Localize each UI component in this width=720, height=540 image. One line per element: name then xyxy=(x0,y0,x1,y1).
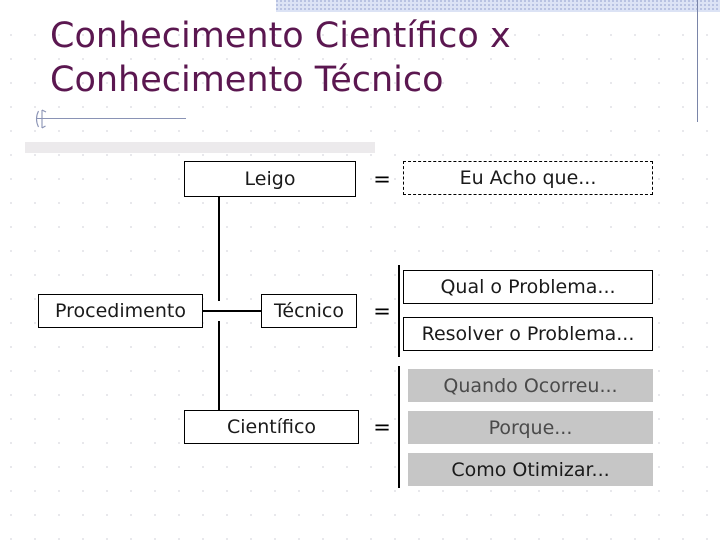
top-accent-band xyxy=(276,0,720,12)
result-resolver-o-problema-label: Resolver o Problema... xyxy=(421,323,635,345)
node-cientifico[interactable]: Científico xyxy=(184,410,359,444)
page-title: Conhecimento Científico x Conhecimento T… xyxy=(50,16,511,101)
result-resolver-o-problema[interactable]: Resolver o Problema... xyxy=(403,317,653,351)
equals-cientifico: = xyxy=(373,415,391,439)
connector-trunk-lower xyxy=(218,321,220,410)
connector-trunk-upper xyxy=(218,197,220,301)
node-tecnico[interactable]: Técnico xyxy=(261,294,357,328)
bracket-cientifico xyxy=(398,366,400,488)
result-eu-acho-que-label: Eu Acho que... xyxy=(459,167,597,189)
title-ornament-icon xyxy=(35,109,47,129)
subtitle-gray-band xyxy=(25,142,375,153)
bracket-tecnico xyxy=(398,265,400,357)
top-left-mask xyxy=(0,0,276,13)
connector-procedimento-tecnico xyxy=(203,310,261,312)
result-porque[interactable]: Porque... xyxy=(408,411,653,444)
equals-tecnico: = xyxy=(373,299,391,323)
result-como-otimizar[interactable]: Como Otimizar... xyxy=(408,453,653,486)
node-procedimento[interactable]: Procedimento xyxy=(38,294,203,328)
node-tecnico-label: Técnico xyxy=(274,300,344,322)
result-qual-o-problema-label: Qual o Problema... xyxy=(440,276,616,298)
result-qual-o-problema[interactable]: Qual o Problema... xyxy=(403,270,653,304)
result-como-otimizar-label: Como Otimizar... xyxy=(451,458,610,481)
result-eu-acho-que[interactable]: Eu Acho que... xyxy=(403,161,653,195)
result-quando-ocorreu-label: Quando Ocorreu... xyxy=(443,374,618,397)
node-procedimento-label: Procedimento xyxy=(55,300,186,322)
title-underline-rule xyxy=(36,118,186,119)
node-leigo[interactable]: Leigo xyxy=(184,161,356,197)
node-cientifico-label: Científico xyxy=(226,416,317,438)
node-leigo-label: Leigo xyxy=(244,168,296,190)
result-quando-ocorreu[interactable]: Quando Ocorreu... xyxy=(408,369,653,402)
right-vertical-rule xyxy=(697,0,698,122)
equals-leigo: = xyxy=(373,167,391,191)
result-porque-label: Porque... xyxy=(488,416,573,439)
